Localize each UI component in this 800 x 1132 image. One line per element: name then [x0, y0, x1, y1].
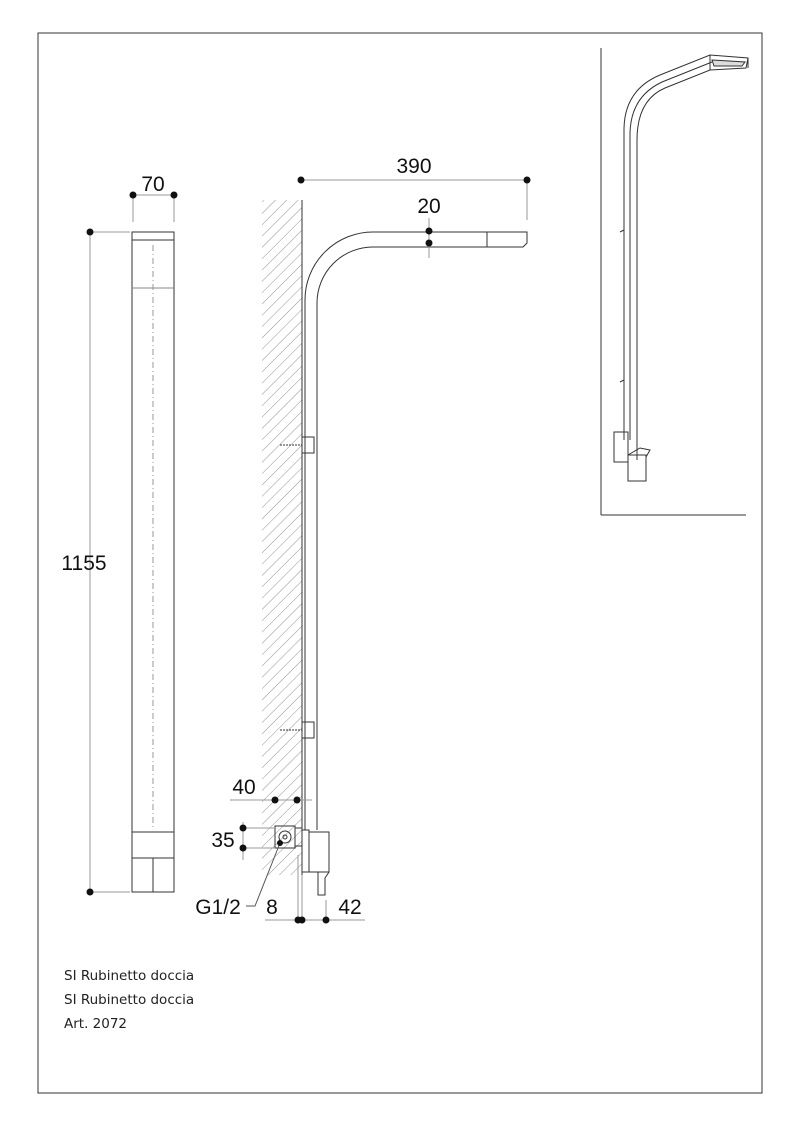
dim-projection: 390 [297, 155, 531, 220]
connection-callout: G1/2 [195, 840, 283, 919]
dim-height: 1155 [61, 228, 130, 896]
dim-valve-height: 35 [211, 822, 275, 860]
dim-gap-label: 8 [266, 896, 278, 919]
perspective-inset [600, 48, 749, 516]
wall-hatch [262, 200, 302, 875]
caption-article: Art. 2072 [64, 1016, 128, 1032]
dim-wall-offset: 40 [230, 776, 312, 804]
caption-line-2: SI Rubinetto doccia [64, 992, 195, 1008]
dim-projection-label: 390 [396, 155, 431, 178]
dim-width-label: 70 [141, 173, 164, 196]
dim-width: 70 [129, 173, 178, 222]
dim-head-thickness: 20 [417, 195, 441, 258]
side-view-pipe [274, 231, 528, 896]
dim-bottom: 8 42 [265, 855, 365, 924]
dim-mixer-depth-label: 42 [338, 896, 361, 919]
connection-label: G1/2 [195, 896, 241, 919]
dim-valve-height-label: 35 [211, 829, 234, 852]
caption-line-1: SI Rubinetto doccia [64, 968, 195, 984]
front-view [131, 231, 175, 893]
dim-head-thickness-label: 20 [417, 195, 440, 218]
dim-wall-offset-label: 40 [232, 776, 255, 799]
sheet-border [37, 32, 763, 1094]
dim-height-label: 1155 [61, 552, 106, 575]
